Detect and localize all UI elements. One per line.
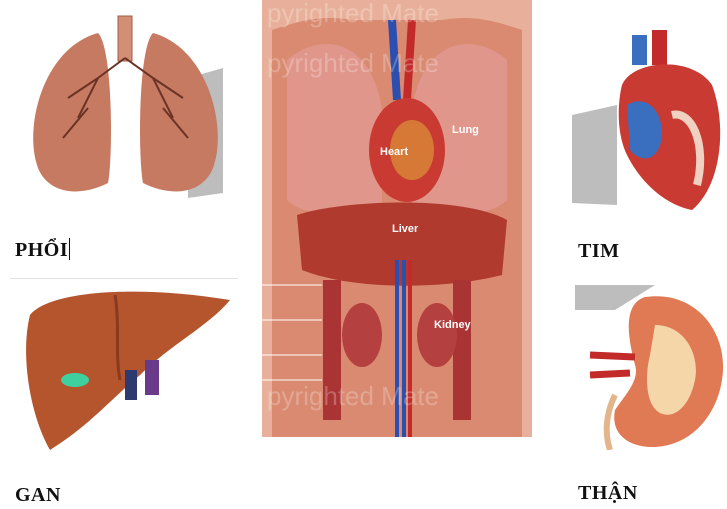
liver-icon <box>20 285 235 455</box>
watermark-top: pyrighted Mate <box>267 0 439 28</box>
watermark-mid: pyrighted Mate <box>267 48 439 78</box>
torso-anatomy-icon: pyrighted Mate pyrighted Mate pyrighted … <box>262 0 532 437</box>
lungs-icon <box>18 8 228 208</box>
text-cursor <box>69 238 70 260</box>
torso-heart-label: Heart <box>380 146 408 158</box>
kidney-icon <box>575 285 727 450</box>
lungs-illustration <box>18 8 228 208</box>
torso-kidney-label: Kidney <box>434 319 472 331</box>
label-lungs-text: PHỔI <box>15 239 68 261</box>
liver-illustration <box>20 285 235 455</box>
torso-liver-label: Liver <box>392 223 419 235</box>
kidney-illustration <box>575 285 727 450</box>
torso-lung-label: Lung <box>452 124 479 136</box>
watermark-bottom: pyrighted Mate <box>267 381 439 411</box>
label-kidney: THẬN <box>578 482 638 505</box>
label-liver: GAN <box>15 484 61 507</box>
label-lungs: PHỔI <box>15 238 70 262</box>
heart-illustration <box>572 25 727 215</box>
heart-icon <box>572 25 727 215</box>
left-divider <box>10 278 238 279</box>
label-heart: TIM <box>578 240 620 263</box>
torso-illustration: pyrighted Mate pyrighted Mate pyrighted … <box>262 0 532 437</box>
